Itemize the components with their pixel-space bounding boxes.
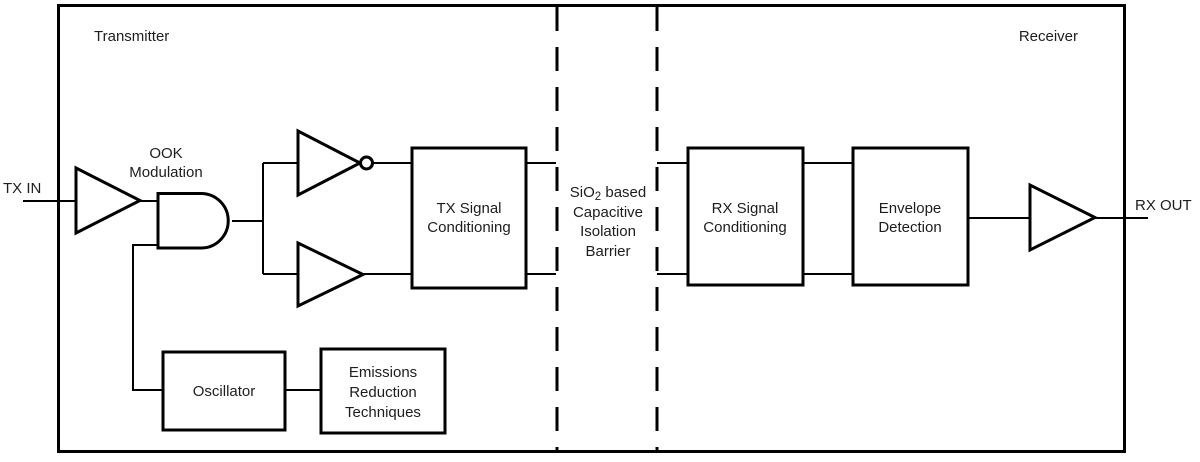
rx-signal-conditioning-label-line1: RX Signal — [712, 200, 779, 217]
oscillator-label: Oscillator — [193, 383, 256, 400]
emissions-reduction-label-line1: Emissions — [349, 364, 417, 381]
emissions-reduction-label-line3: Techniques — [345, 404, 421, 421]
buffer-gate — [296, 240, 367, 309]
isolation-barrier-label-line4: Barrier — [585, 243, 630, 260]
oscillator-to-and-wire — [132, 244, 163, 391]
isolation-barrier-label-line1: SiO2 based — [570, 184, 646, 203]
isolation-barrier-based-text: based — [601, 184, 646, 201]
inverter-gate — [296, 128, 364, 198]
isolation-barrier-label-line2: Capacitive — [573, 204, 643, 221]
chip-boundary — [57, 4, 1126, 453]
isolation-barrier-subscript: 2 — [595, 191, 601, 203]
transmitter-label: Transmitter — [94, 28, 169, 45]
isolation-barrier-label-line3: Isolation — [580, 223, 636, 240]
rx-out-label: RX OUT — [1135, 197, 1192, 214]
emissions-reduction-label-line2: Reduction — [349, 384, 417, 401]
and-gate — [156, 192, 230, 250]
tx-input-buffer-gate — [74, 165, 144, 236]
tx-signal-conditioning-label-line1: TX Signal — [436, 200, 501, 217]
emissions-reduction-block — [319, 347, 447, 435]
tx-signal-conditioning-label-line2: Conditioning — [427, 219, 510, 236]
oscillator-block — [161, 350, 287, 432]
tx-signal-conditioning-block — [410, 146, 528, 290]
isolation-barrier-sio-text: SiO — [570, 184, 595, 201]
ook-modulation-label-line1: OOK — [149, 145, 182, 162]
rx-signal-conditioning-block — [686, 146, 805, 287]
envelope-detection-label-line2: Detection — [878, 219, 941, 236]
rx-output-buffer-gate — [1028, 182, 1099, 253]
tx-in-label: TX IN — [3, 180, 41, 197]
envelope-detection-block — [851, 146, 970, 287]
ook-modulation-label-line2: Modulation — [129, 164, 202, 181]
envelope-detection-label-line1: Envelope — [879, 200, 942, 217]
inverter-bubble-icon — [359, 155, 374, 171]
rx-signal-conditioning-label-line2: Conditioning — [703, 219, 786, 236]
receiver-label: Receiver — [1019, 28, 1078, 45]
